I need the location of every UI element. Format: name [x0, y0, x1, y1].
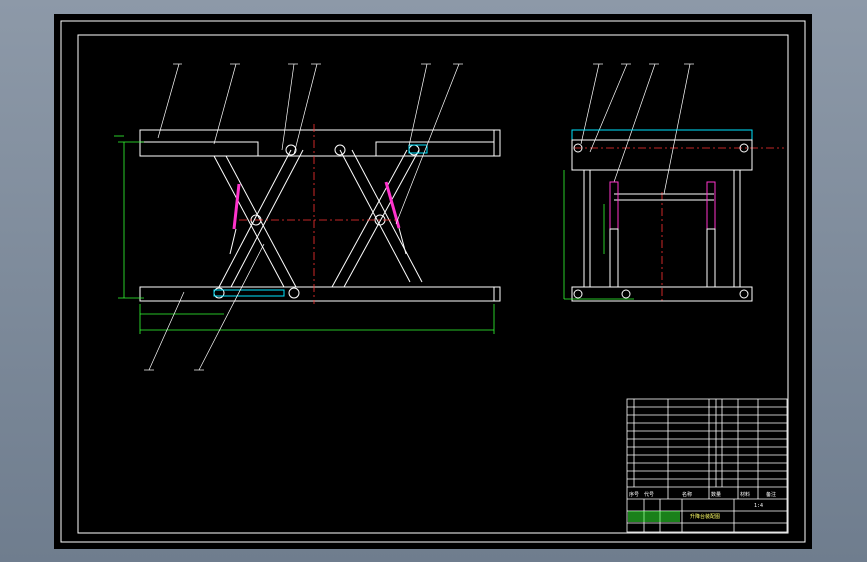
cylinder-left	[232, 183, 241, 230]
outer-frame	[60, 20, 806, 543]
side-view	[571, 129, 753, 302]
side-cylinder-right	[706, 181, 716, 288]
front-centerlines	[239, 124, 784, 304]
header-material: 材料	[740, 491, 750, 498]
top-platform	[139, 129, 501, 157]
top-platform-channel-right	[375, 141, 495, 157]
side-top-frame	[571, 139, 753, 171]
top-platform-channel-left	[139, 141, 259, 157]
sheet-scale: 1:4	[754, 503, 763, 509]
side-top-plate	[571, 129, 753, 141]
roller-slot-top	[408, 144, 428, 154]
cylinder-right	[384, 181, 401, 229]
drawing-name: 升降台装配图	[690, 513, 720, 520]
drawing-canvas: 序号 代号 名称 数量 材料 备注 升降台装配图 1:4	[60, 20, 806, 543]
scissor-arm-right-a	[339, 149, 411, 283]
side-base	[571, 286, 753, 302]
header-name: 名称	[682, 491, 692, 498]
leader-lines	[144, 63, 694, 371]
header-index: 序号	[629, 491, 639, 498]
header-code: 代号	[644, 491, 654, 498]
inner-frame	[77, 34, 789, 534]
roller-slot-bottom	[213, 289, 285, 297]
title-block	[626, 398, 788, 533]
bottom-base	[139, 286, 501, 302]
scissor-arm-left-b	[218, 149, 292, 288]
scissor-arm-right-b	[343, 149, 420, 288]
side-dimensions	[563, 170, 634, 300]
scissor-arm-left-a	[213, 155, 285, 288]
title-block-header: 序号 代号 名称 数量 材料 备注 升降台装配图 1:4	[629, 491, 776, 520]
drawing-sheet: 序号 代号 名称 数量 材料 备注 升降台装配图 1:4	[54, 14, 812, 549]
side-cylinder-left	[609, 181, 619, 288]
header-qty: 数量	[711, 491, 721, 498]
front-view	[139, 129, 501, 302]
header-remark: 备注	[766, 491, 776, 498]
title-block-fills	[628, 511, 680, 522]
front-dimensions	[114, 135, 495, 334]
